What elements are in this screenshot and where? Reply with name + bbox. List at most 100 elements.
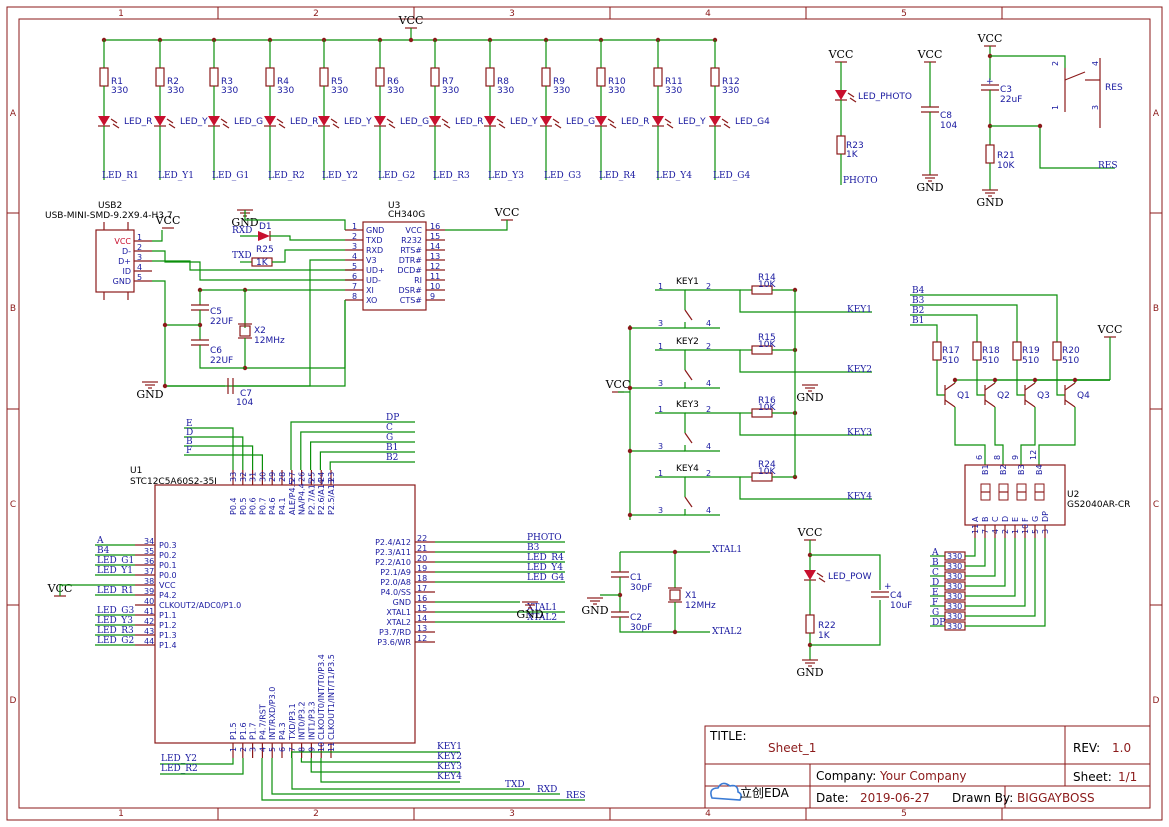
net-label: LED_G2: [378, 171, 415, 181]
resistor-seg-value: 330: [947, 612, 962, 621]
wire: [990, 125, 1115, 169]
ch340-pin-number: 5: [352, 262, 357, 271]
resistor-seg-value: 330: [947, 602, 962, 611]
led-ray: [220, 118, 228, 124]
junction-dot: [408, 37, 414, 43]
resistor-ref: R17: [942, 346, 960, 356]
display-pin: 12: [1029, 450, 1038, 460]
led-9: [595, 116, 607, 126]
led-ray: [496, 118, 504, 124]
net-label: LED_Y3: [488, 171, 524, 181]
net-KEY3: KEY3: [437, 762, 462, 772]
resistor-seg-value: 330: [947, 562, 962, 571]
wire: [936, 360, 945, 396]
resistor-value: 330: [553, 86, 570, 96]
cap-value: 22uF: [1000, 95, 1022, 105]
junction-dot: [952, 377, 958, 383]
display-seg-name: D: [1001, 516, 1010, 522]
mcu-pin-number: 40: [144, 597, 154, 606]
net-RES: RES: [566, 791, 586, 801]
mcu-pin-number: 17: [417, 584, 427, 593]
net-KEY1: KEY1: [847, 305, 872, 315]
cap-ref: C7: [240, 389, 252, 399]
cap-value: 104: [236, 398, 253, 408]
transistor-lead: [1064, 399, 1076, 408]
resistor-R23: [836, 135, 846, 155]
led-ray: [552, 118, 560, 124]
ch340-pin-number: 7: [352, 282, 357, 291]
resistor-R2: [155, 67, 165, 87]
mcu-pin-number: 9: [307, 747, 316, 752]
mcu-pin-label: INT/RXD/P3.0: [268, 687, 277, 740]
vcc-c8: VCC: [917, 48, 943, 61]
net-G: G: [386, 433, 393, 443]
mcu-pin-label: P3.6/WR: [377, 638, 411, 647]
display-digit: B2: [999, 464, 1008, 475]
vcc-usb: VCC: [155, 214, 181, 227]
wire: [310, 758, 460, 773]
zone-row-right: B: [1153, 304, 1159, 314]
mcu-pin-number: 15: [417, 604, 427, 613]
key-pin: 3: [658, 442, 663, 451]
resistor-value: 10K: [997, 161, 1015, 171]
wire: [445, 220, 508, 231]
wire: [965, 538, 986, 567]
led-4: [318, 116, 330, 126]
mcu-pin-label: P0.3: [159, 541, 177, 550]
gnd-osc: GND: [136, 388, 163, 401]
wire: [684, 509, 720, 516]
resistor-ref: R8: [497, 77, 509, 87]
mcu-pin-number: 38: [144, 577, 154, 586]
led-ray: [818, 577, 826, 583]
wire: [1020, 407, 1036, 465]
ch340-pin-label: DSR#: [399, 286, 423, 295]
key-blade: [684, 496, 693, 508]
key-pin: 2: [706, 469, 711, 478]
wire: [685, 412, 872, 436]
transistor-ref: Q2: [997, 391, 1010, 401]
net-LED_R2: LED_R2: [161, 764, 198, 774]
resistor-ref: R15: [758, 333, 776, 343]
mcu-pin-label: P2.6/A14: [317, 479, 326, 515]
mcu-pin-number: 13: [417, 624, 427, 633]
led-label: LED_G: [566, 117, 595, 127]
resistor-ref: R1: [111, 77, 123, 87]
mcu-value: STC12C5A60S2-35I: [130, 477, 217, 487]
resistor-ref: R24: [758, 460, 776, 470]
mcu-pin-number: 44: [144, 637, 154, 646]
drawn-by-value: BIGGAYBOSS: [1017, 791, 1095, 805]
resistor-value: 510: [982, 356, 999, 366]
wire: [291, 751, 460, 758]
usb-pin-number: 1: [137, 233, 142, 242]
crystal-ref: X1: [685, 591, 697, 601]
junction-dot: [1072, 377, 1078, 383]
mcu-pin-label: P2.3/A11: [375, 548, 411, 557]
wire: [261, 758, 585, 801]
ch340-pin-label: DTR#: [399, 256, 423, 265]
logo-cloud-icon: [710, 782, 742, 801]
polarity-mark: +: [884, 582, 892, 592]
mcu-pin-label: VCC: [159, 581, 176, 590]
led-ray: [723, 123, 731, 129]
usb-pin-label: GND: [113, 277, 131, 286]
ch340-pin-label: RTS#: [400, 246, 422, 255]
mcu-pin-number: 20: [417, 554, 427, 563]
mcu-pin-number: 23: [327, 472, 336, 482]
ch340-body: [362, 221, 427, 311]
display-seg-name: C: [991, 516, 1000, 522]
wire: [685, 476, 872, 500]
zone-row-right: A: [1153, 109, 1160, 119]
crystal-value: 12MHz: [254, 336, 285, 346]
date-label: Date:: [816, 791, 849, 805]
mcu-pin-label: P4.0/SS: [381, 588, 411, 597]
led-photo: [835, 90, 847, 100]
wire: [291, 758, 530, 790]
zone-col-top: 5: [901, 9, 907, 19]
wire: [59, 584, 135, 596]
resistor-R17: [932, 341, 942, 361]
usb-pin-label: VCC: [114, 237, 131, 246]
display-seg-name: A: [971, 516, 980, 522]
gnd-ch340: GND: [231, 216, 258, 229]
led-7: [484, 116, 496, 126]
usb-pin-number: 3: [137, 253, 142, 262]
